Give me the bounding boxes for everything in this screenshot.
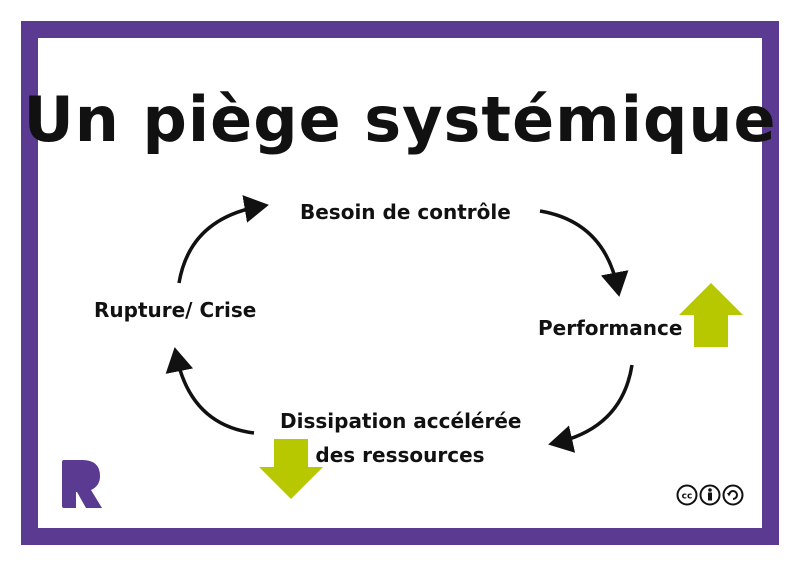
up-arrow-icon bbox=[679, 283, 743, 347]
down-arrow-icon bbox=[259, 439, 323, 499]
node-dissipation: Dissipation accélérée des ressources bbox=[280, 404, 522, 472]
svg-text:cc: cc bbox=[682, 492, 693, 502]
page-title: Un piège systémique bbox=[23, 83, 777, 156]
node-performance: Performance bbox=[538, 316, 683, 340]
arrow-bottom-left bbox=[165, 347, 255, 435]
purple-frame bbox=[21, 21, 779, 545]
node-besoin-de-controle: Besoin de contrôle bbox=[300, 200, 511, 224]
arrow-left-top bbox=[177, 195, 269, 284]
cc-by-sa-icon: cc bbox=[676, 484, 744, 506]
node-rupture-crise: Rupture/ Crise bbox=[94, 298, 257, 322]
arrow-top-right bbox=[539, 209, 629, 297]
r-logo-icon bbox=[62, 460, 102, 508]
node-dissipation-line2: des ressources bbox=[315, 443, 485, 467]
arrow-right-bottom bbox=[548, 364, 634, 453]
node-dissipation-line1: Dissipation accélérée bbox=[280, 409, 522, 433]
